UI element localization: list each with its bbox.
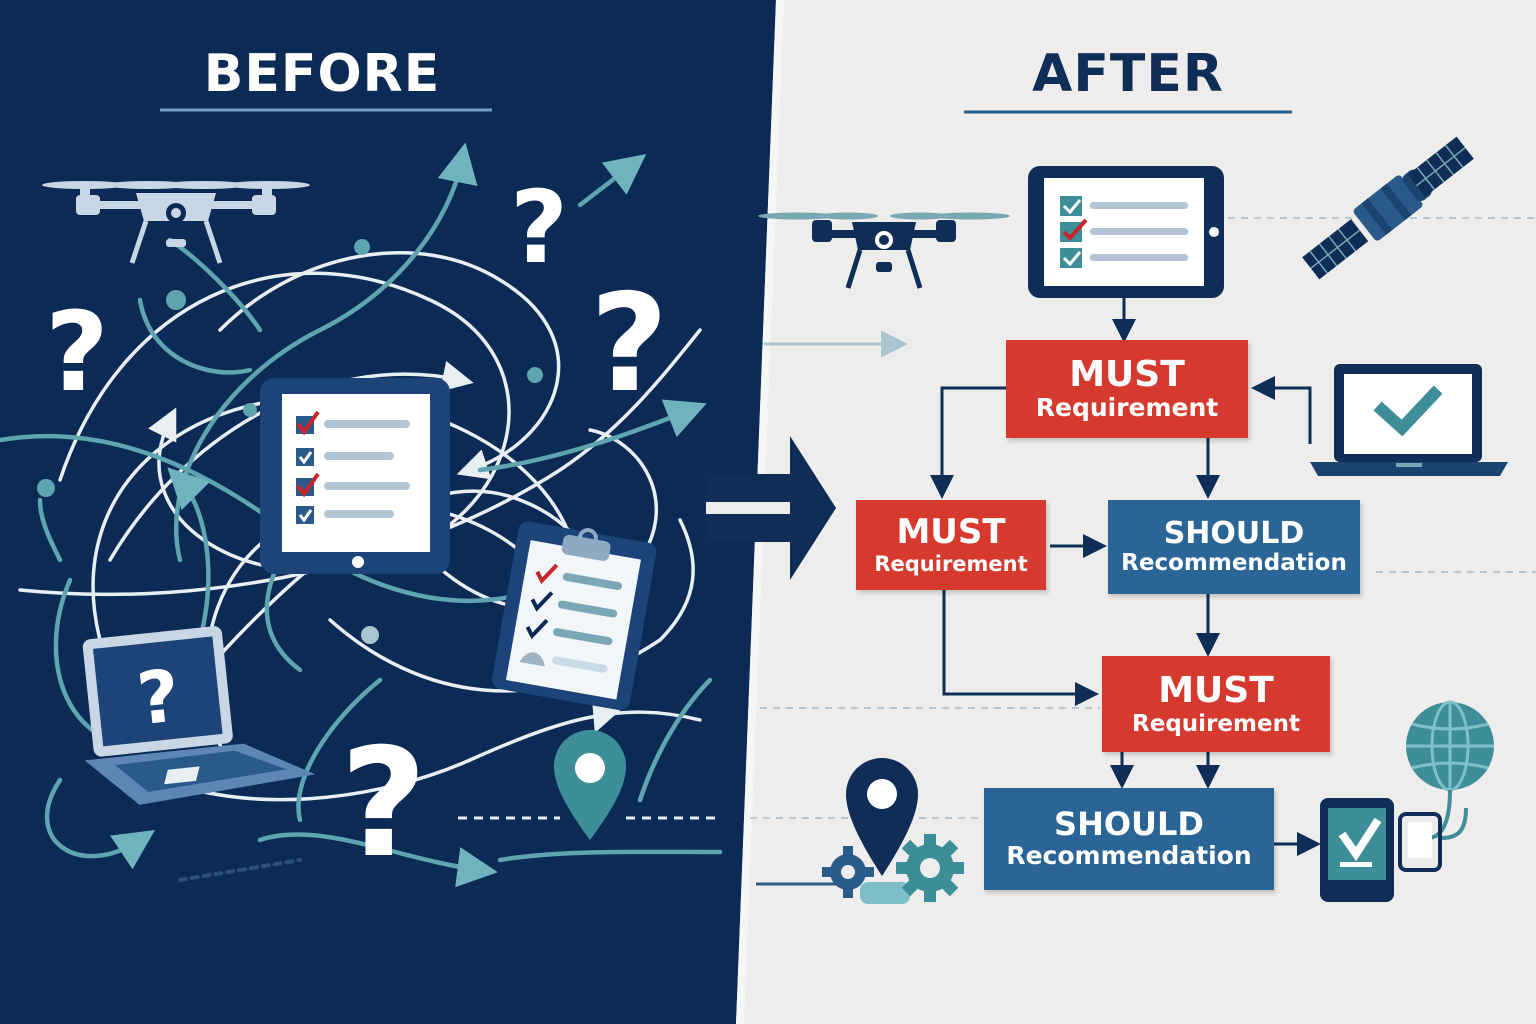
before-title: BEFORE: [203, 44, 441, 104]
question-mark-icon: ?: [340, 717, 427, 891]
box-heading: MUST: [1158, 669, 1274, 711]
box-subheading: Recommendation: [1006, 841, 1252, 871]
gear-icon: [896, 834, 964, 902]
box-subheading: Requirement: [874, 551, 1028, 576]
tablet-checklist-icon: [260, 378, 450, 574]
drone-icon: [758, 212, 1010, 289]
box-heading: MUST: [896, 512, 1006, 553]
box-subheading: Recommendation: [1121, 550, 1347, 577]
box-heading: SHOULD: [1054, 805, 1204, 844]
tablet-checklist-icon: [1028, 166, 1224, 298]
question-mark-icon: ?: [590, 265, 668, 422]
laptop-question-icon: ?: [82, 626, 316, 805]
mobile-check-icon: [1320, 798, 1468, 902]
must-requirement-box: MUST Requirement: [1006, 340, 1248, 438]
map-pin-icon: [846, 758, 918, 876]
globe-icon: [1406, 700, 1494, 841]
must-requirement-box: MUST Requirement: [856, 500, 1046, 590]
should-recommendation-box: SHOULD Recommendation: [1108, 500, 1360, 594]
box-subheading: Requirement: [1035, 393, 1219, 423]
svg-text:?: ?: [133, 653, 183, 741]
map-pin-icon: [554, 730, 626, 840]
gear-icon: [822, 846, 874, 898]
laptop-check-icon: [1310, 364, 1508, 476]
should-recommendation-box: SHOULD Recommendation: [984, 788, 1274, 890]
drone-icon: [42, 181, 310, 264]
clipboard-checklist-icon: [492, 521, 657, 711]
satellite-icon: [1302, 136, 1474, 280]
question-mark-icon: ?: [45, 288, 109, 416]
box-heading: SHOULD: [1163, 516, 1305, 552]
must-requirement-box: MUST Requirement: [1102, 656, 1330, 752]
after-title: AFTER: [1032, 44, 1224, 104]
question-mark-icon: ?: [510, 169, 568, 286]
box-heading: MUST: [1069, 353, 1185, 395]
box-subheading: Requirement: [1132, 710, 1300, 737]
arrow-right-icon: [706, 436, 836, 580]
